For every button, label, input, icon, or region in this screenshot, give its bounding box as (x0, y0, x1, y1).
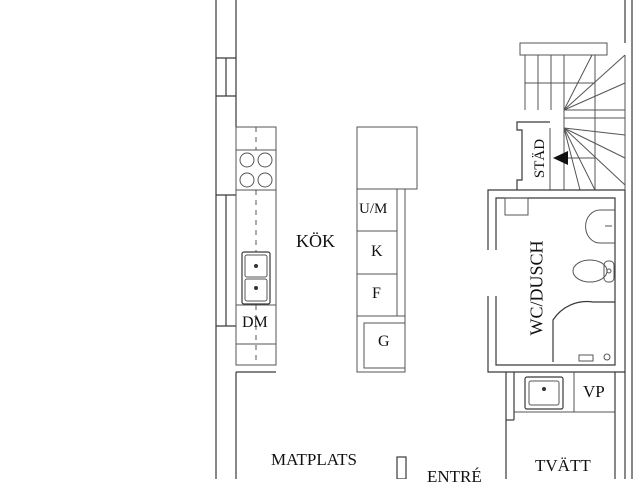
laundry-walls (505, 372, 626, 479)
bathroom-sink-icon (585, 209, 615, 244)
toilet-icon (572, 259, 615, 283)
staircase (519, 0, 626, 191)
stair-arrow-icon (553, 151, 568, 165)
room-label-laundry: TVÄTT (535, 456, 591, 475)
bathroom-walls (487, 189, 626, 373)
room-label-cleaning: STÄD (532, 138, 548, 179)
appliance-label-wardrobe: G (378, 333, 390, 350)
cleaning-closet (516, 121, 551, 190)
appliance-label-water-heater: VP (583, 382, 605, 401)
room-label-entrance: ENTRÉ (427, 467, 482, 486)
left-counter (235, 126, 277, 366)
laundry-sink-icon (524, 376, 564, 410)
shower-icon (552, 300, 615, 362)
appliance-label-dishwasher: DM (242, 314, 268, 331)
appliance-label-oven-micro: U/M (359, 201, 388, 217)
entrance-wall-stub (396, 456, 407, 479)
left-exterior-wall (215, 0, 276, 479)
room-label-bathroom: WC/DUSCH (526, 240, 547, 336)
room-label-dining: MATPLATS (271, 450, 357, 469)
appliance-label-freezer: F (372, 285, 381, 302)
appliance-label-fridge: K (371, 243, 383, 260)
kitchen-sink-icon (241, 251, 271, 305)
right-counter (356, 126, 418, 373)
stove-icon (239, 152, 273, 188)
room-label-kitchen: KÖK (296, 231, 335, 251)
